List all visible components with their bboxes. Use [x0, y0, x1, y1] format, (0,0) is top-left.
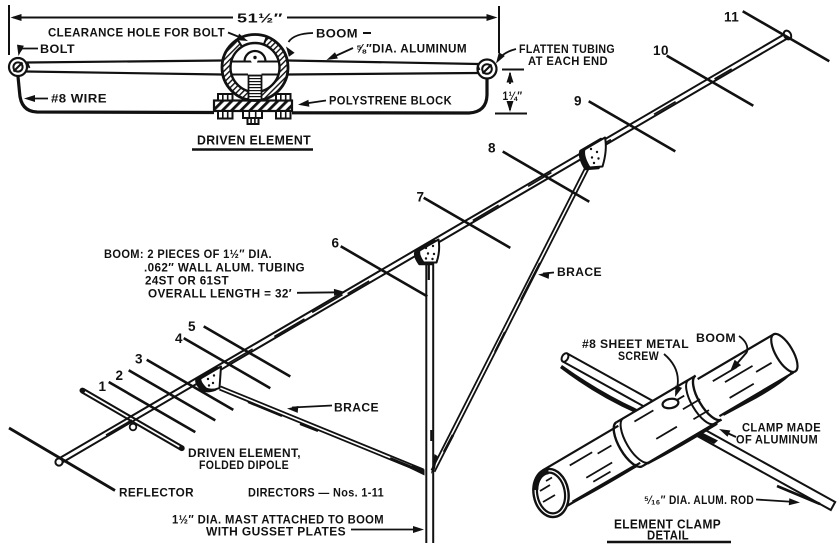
svg-text:1¼″: 1¼″ — [503, 89, 523, 103]
svg-text:DRIVEN ELEMENT,: DRIVEN ELEMENT, — [188, 446, 301, 460]
svg-text:BRACE: BRACE — [557, 265, 602, 279]
svg-text:REFLECTOR: REFLECTOR — [119, 486, 194, 500]
svg-text:WITH GUSSET PLATES: WITH GUSSET PLATES — [206, 525, 346, 539]
svg-text:1: 1 — [99, 379, 107, 394]
svg-text:POLYSTRENE BLOCK: POLYSTRENE BLOCK — [329, 94, 452, 108]
svg-text:DRIVEN ELEMENT: DRIVEN ELEMENT — [197, 133, 311, 148]
svg-text:AT EACH END: AT EACH END — [528, 54, 608, 68]
svg-text:CLAMP MADE: CLAMP MADE — [742, 421, 821, 435]
svg-text:BRACE: BRACE — [334, 401, 379, 415]
svg-text:FOLDED DIPOLE: FOLDED DIPOLE — [199, 458, 289, 472]
svg-text:BOOM: BOOM — [696, 331, 736, 345]
svg-text:⁵⁄₁₆″ DIA. ALUM. ROD: ⁵⁄₁₆″ DIA. ALUM. ROD — [644, 493, 754, 507]
svg-text:4: 4 — [175, 331, 183, 346]
svg-text:DIRECTORS — Nos. 1-11: DIRECTORS — Nos. 1-11 — [248, 486, 384, 500]
svg-text:5: 5 — [188, 319, 196, 334]
svg-text:OVERALL LENGTH = 32′: OVERALL LENGTH = 32′ — [148, 287, 292, 301]
svg-text:51½″: 51½″ — [237, 11, 283, 26]
svg-text:FLATTEN TUBING: FLATTEN TUBING — [519, 42, 615, 56]
svg-text:CLEARANCE HOLE FOR BOLT: CLEARANCE HOLE FOR BOLT — [48, 26, 225, 40]
svg-text:OF ALUMINUM: OF ALUMINUM — [736, 433, 818, 447]
svg-text:BOLT: BOLT — [40, 42, 75, 56]
svg-text:7: 7 — [417, 190, 425, 205]
svg-text:DETAIL: DETAIL — [647, 528, 689, 543]
svg-text:1½″ DIA. MAST ATTACHED TO BOOM: 1½″ DIA. MAST ATTACHED TO BOOM — [172, 513, 384, 527]
svg-text:10: 10 — [653, 43, 669, 58]
svg-text:#8 WIRE: #8 WIRE — [51, 92, 107, 106]
svg-text:24ST OR 61ST: 24ST OR 61ST — [145, 274, 229, 288]
svg-text:BOOM: 2 PIECES OF 1½″ DIA.: BOOM: 2 PIECES OF 1½″ DIA. — [104, 247, 272, 261]
svg-text:BOOM: BOOM — [316, 27, 358, 41]
svg-text:.062″ WALL ALUM. TUBING: .062″ WALL ALUM. TUBING — [144, 261, 305, 275]
svg-text:8: 8 — [488, 141, 496, 156]
svg-text:3: 3 — [135, 352, 143, 367]
svg-text:#8 SHEET METAL: #8 SHEET METAL — [582, 337, 689, 351]
svg-text:6: 6 — [332, 236, 340, 251]
svg-text:11: 11 — [724, 10, 739, 25]
svg-text:SCREW: SCREW — [618, 349, 659, 363]
svg-text:ELEMENT CLAMP: ELEMENT CLAMP — [614, 517, 721, 532]
svg-text:⅝″DIA. ALUMINUM: ⅝″DIA. ALUMINUM — [356, 42, 467, 56]
svg-text:9: 9 — [574, 94, 582, 109]
svg-text:2: 2 — [116, 368, 124, 383]
